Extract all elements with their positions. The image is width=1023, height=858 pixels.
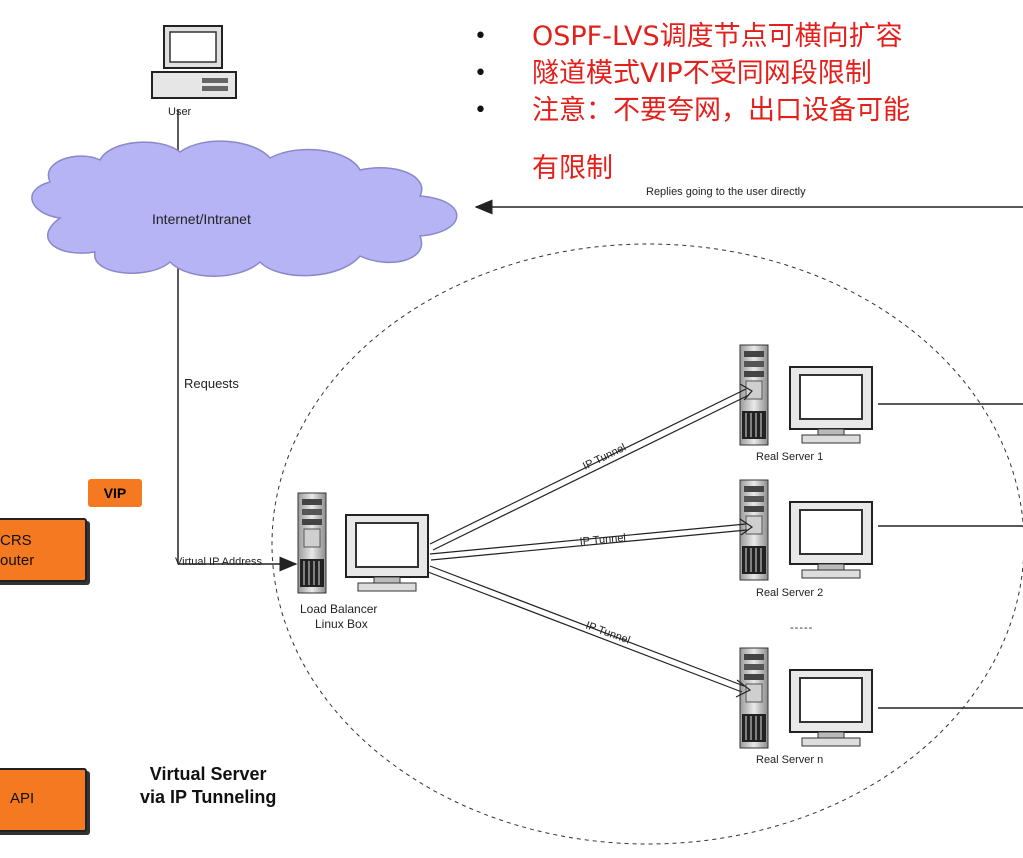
- real-server-2-label: Real Server 2: [756, 587, 824, 599]
- tunnel-2-label: IP Tunnel: [579, 532, 626, 548]
- tunnel-1: [429, 383, 753, 551]
- replies-label: Replies going to the user directly: [646, 186, 806, 198]
- tunnel-1-label: IP Tunnel: [581, 442, 628, 473]
- virtual-ip-label: Virtual IP Address: [175, 556, 263, 568]
- diagram-title: Virtual Server via IP Tunneling: [140, 763, 276, 809]
- internet-label: Internet/Intranet: [152, 211, 251, 227]
- bullet-item: •隧道模式VIP不受同网段限制: [470, 55, 910, 92]
- real-server-1-icon: [739, 344, 873, 446]
- user-computer-icon: [151, 25, 237, 99]
- tunnel-n: [427, 565, 752, 698]
- tunnel-2: [429, 518, 754, 561]
- bullet-continuation: 有限制: [532, 153, 613, 184]
- real-server-n-icon: [739, 647, 873, 749]
- feature-bullet-list: •OSPF-LVS调度节点可横向扩容 •隧道模式VIP不受同网段限制 •注意：不…: [470, 18, 910, 129]
- load-balancer-label-1: Load Balancer: [300, 602, 378, 616]
- user-label: User: [168, 106, 192, 118]
- load-balancer-label-2: Linux Box: [315, 617, 368, 631]
- bullet-item: •OSPF-LVS调度节点可横向扩容: [470, 18, 910, 55]
- api-box: API: [0, 768, 87, 832]
- virtual-server-boundary: [271, 243, 1023, 845]
- real-server-2-icon: [739, 479, 873, 581]
- vip-badge: VIP: [88, 479, 142, 507]
- diagram-title-line1: Virtual Server: [149, 764, 267, 784]
- requests-label: Requests: [184, 376, 239, 391]
- internet-cloud-icon: [31, 140, 458, 277]
- load-balancer-icon: [297, 492, 429, 594]
- bullet-dot-icon: •: [474, 24, 487, 49]
- diagram-title-line2: via IP Tunneling: [140, 787, 277, 807]
- bullet-item: •注意：不要夸网，出口设备可能: [470, 92, 910, 129]
- bullet-dot-icon: •: [474, 98, 487, 123]
- crs-router-box: CRS outer: [0, 518, 87, 582]
- real-server-1-label: Real Server 1: [756, 451, 824, 463]
- real-server-n-label: Real Server n: [756, 754, 824, 766]
- ellipsis-label: -----: [790, 622, 814, 634]
- tunnel-n-label: IP Tunnel: [584, 620, 632, 647]
- bullet-dot-icon: •: [474, 61, 487, 86]
